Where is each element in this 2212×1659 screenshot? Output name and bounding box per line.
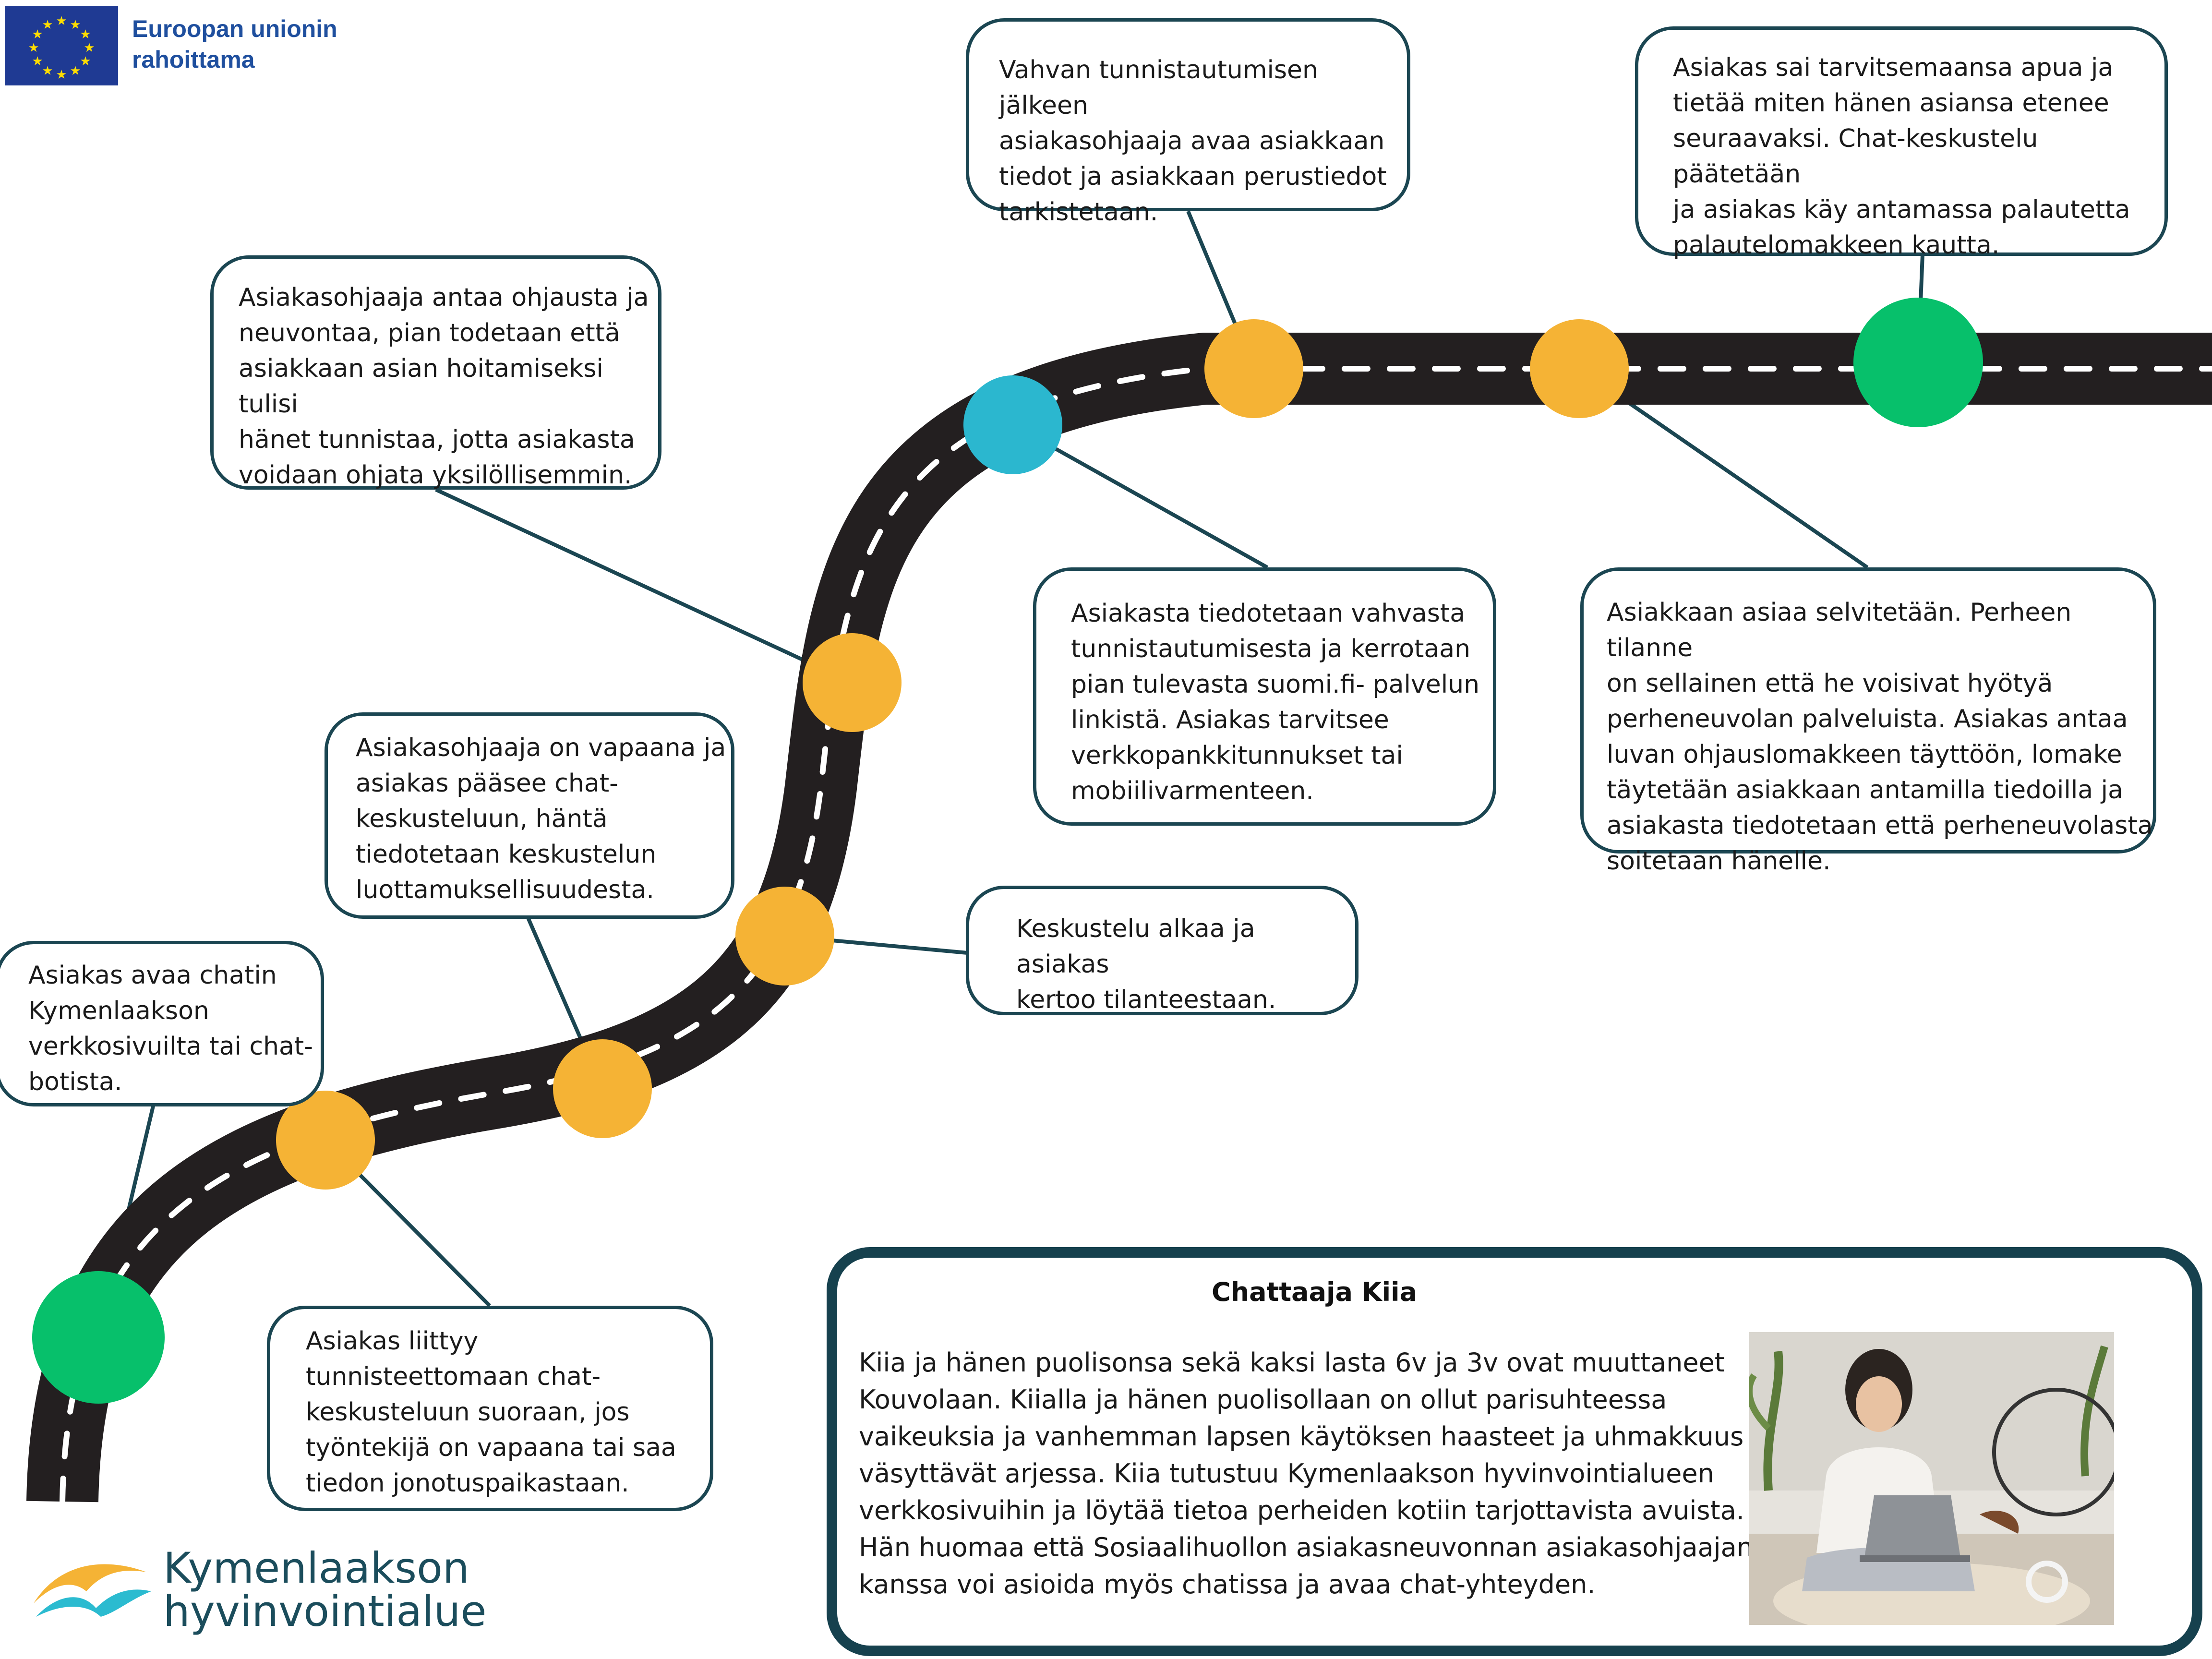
- step-3-line: luottamuksellisuudesta.: [356, 876, 654, 904]
- step-1-line: Asiakas avaa chatin: [28, 961, 277, 990]
- svg-text:★: ★: [32, 27, 43, 42]
- step-8-line: luvan ohjauslomakkeen täyttöön, lomake: [1607, 740, 2122, 769]
- svg-text:★: ★: [84, 41, 95, 55]
- persona-line: verkkosivuihin ja löytää tietoa perheide…: [859, 1495, 1744, 1526]
- step-8-line: asiakasta tiedotetaan että perheneuvolas…: [1607, 811, 2153, 840]
- persona-line: väsyttävät arjessa. Kiia tutustuu Kymenl…: [859, 1458, 1714, 1489]
- persona-line: Kiia ja hänen puolisonsa sekä kaksi last…: [859, 1347, 1725, 1378]
- step-5-line: Asiakasohjaaja antaa ohjausta ja: [239, 283, 649, 312]
- step-4-line: Keskustelu alkaa ja asiakas: [1016, 914, 1255, 979]
- step-8-line: soitetaan hänelle.: [1607, 847, 1831, 876]
- milestone-identification: [963, 375, 1062, 474]
- step-3-line: Asiakasohjaaja on vapaana ja: [356, 733, 726, 762]
- step-8-line: on sellainen että he voisivat hyötyä: [1607, 669, 2053, 698]
- woman-with-laptop-photo: [1749, 1332, 2114, 1625]
- step-2-line: työntekijä on vapaana tai saa: [306, 1433, 676, 1462]
- step-box-1: Asiakas avaa chatin Kymenlaakson verkkos…: [0, 941, 324, 1106]
- step-7-line: tiedot ja asiakkaan perustiedot: [999, 162, 1387, 191]
- step-9-line: ja asiakas käy antamassa palautetta: [1673, 195, 2130, 224]
- eu-funding-line1: Euroopan unionin: [132, 15, 337, 42]
- eu-flag-icon: ★ ★ ★ ★ ★ ★ ★ ★ ★ ★ ★ ★: [5, 6, 118, 85]
- connector-s5: [435, 488, 853, 685]
- persona-line: vaikeuksia ja vanhemman lapsen käytöksen…: [859, 1421, 1744, 1452]
- persona-card: Chattaaja Kiia Kiia ja hänen puolisonsa …: [827, 1247, 2202, 1656]
- milestone-end: [1853, 298, 1983, 427]
- step-2-line: tiedon jonotuspaikastaan.: [306, 1469, 629, 1498]
- step-box-6: Asiakasta tiedotetaan vahvasta tunnistau…: [1033, 567, 1496, 826]
- step-9-line: tietää miten hänen asiansa etenee: [1673, 89, 2109, 118]
- milestone-s8: [1530, 319, 1629, 418]
- step-7-line: asiakasohjaaja avaa asiakkaan: [999, 127, 1385, 156]
- step-5-line: voidaan ohjata yksilöllisemmin.: [239, 461, 632, 490]
- step-9-line: palautelomakkeen kautta.: [1673, 231, 2000, 260]
- step-box-3: Asiakasohjaaja on vapaana ja asiakas pää…: [325, 712, 734, 919]
- persona-description: Kiia ja hänen puolisonsa sekä kaksi last…: [859, 1344, 1761, 1603]
- organization-logo-text: Kymenlaakson hyvinvointialue: [163, 1547, 487, 1633]
- milestone-s5: [803, 633, 902, 732]
- milestones: [32, 298, 1983, 1404]
- step-8-line: täytetään asiakkaan antamilla tiedoilla …: [1607, 776, 2123, 805]
- road: [26, 333, 2212, 1504]
- step-5-line: hänet tunnistaa, jotta asiakasta: [239, 425, 635, 454]
- step-6-line: pian tulevasta suomi.fi- palvelun: [1071, 670, 1480, 699]
- step-3-line: keskusteluun, häntä: [356, 805, 608, 833]
- step-5-line: asiakkaan asian hoitamiseksi tulisi: [239, 354, 603, 419]
- milestone-s2: [276, 1091, 375, 1190]
- step-box-8: Asiakkaan asiaa selvitetään. Perheen til…: [1580, 567, 2156, 876]
- step-1-line: verkkosivuilta tai chat-: [28, 1032, 313, 1061]
- step-2-line: tunnisteettomaan chat-: [306, 1362, 601, 1391]
- persona-line: Hän huomaa että Sosiaalihuollon asiakasn…: [859, 1532, 1753, 1563]
- svg-text:★: ★: [80, 54, 91, 69]
- step-1-line: botista.: [28, 1068, 122, 1096]
- milestone-s3: [553, 1039, 652, 1138]
- logo-line1: Kymenlaakson: [163, 1543, 469, 1593]
- svg-text:★: ★: [42, 64, 53, 78]
- step-box-7: Vahvan tunnistautumisen jälkeen asiakaso…: [966, 18, 1410, 227]
- svg-text:★: ★: [56, 14, 67, 28]
- step-6-line: linkistä. Asiakas tarvitsee: [1071, 706, 1389, 734]
- eu-funding-line2: rahoittama: [132, 46, 255, 73]
- step-1-line: Kymenlaakson: [28, 997, 209, 1025]
- svg-text:★: ★: [32, 54, 43, 69]
- step-2-line: Asiakas liittyy: [306, 1327, 479, 1356]
- milestone-start: [32, 1271, 165, 1404]
- step-6-line: mobiilivarmenteen.: [1071, 777, 1314, 805]
- step-3-line: tiedotetaan keskustelun: [356, 840, 657, 869]
- milestone-s7: [1204, 319, 1303, 418]
- step-6-line: verkkopankkitunnukset tai: [1071, 741, 1403, 770]
- svg-text:★: ★: [56, 68, 67, 82]
- step-box-4: Keskustelu alkaa ja asiakas kertoo tilan…: [966, 886, 1358, 1015]
- step-4-line: kertoo tilanteestaan.: [1016, 986, 1276, 1014]
- svg-text:★: ★: [42, 18, 53, 32]
- step-3-line: asiakas pääsee chat-: [356, 769, 618, 798]
- persona-title: Chattaaja Kiia: [1212, 1277, 1418, 1307]
- milestone-s4: [735, 887, 834, 986]
- eu-funding-label: Euroopan unionin rahoittama: [132, 13, 337, 75]
- step-9-line: seuraavaksi. Chat-keskustelu päätetään: [1673, 124, 2038, 189]
- step-2-line: keskusteluun suoraan, jos: [306, 1398, 630, 1427]
- persona-line: kanssa voi asioida myös chatissa ja avaa…: [859, 1569, 1596, 1599]
- step-box-9: Asiakas sai tarvitsemaansa apua ja tietä…: [1635, 26, 2168, 260]
- step-box-2: Asiakas liittyy tunnisteettomaan chat- k…: [267, 1306, 713, 1511]
- svg-text:★: ★: [28, 41, 39, 55]
- step-6-line: Asiakasta tiedotetaan vahvasta: [1071, 599, 1466, 628]
- persona-line: Kouvolaan. Kiialla ja hänen puolisollaan…: [859, 1384, 1667, 1415]
- step-box-5: Asiakasohjaaja antaa ohjausta ja neuvont…: [210, 255, 661, 490]
- step-6-line: tunnistautumisesta ja kerrotaan: [1071, 635, 1471, 663]
- wave-logo-icon: [29, 1546, 154, 1618]
- svg-text:★: ★: [70, 18, 81, 32]
- step-7-line: Vahvan tunnistautumisen jälkeen: [999, 56, 1318, 120]
- svg-text:★: ★: [80, 27, 91, 42]
- logo-line2: hyvinvointialue: [163, 1587, 487, 1636]
- step-8-line: Asiakkaan asiaa selvitetään. Perheen til…: [1607, 598, 2072, 662]
- step-8-line: perheneuvolan palveluista. Asiakas antaa: [1607, 705, 2128, 733]
- step-9-line: Asiakas sai tarvitsemaansa apua ja: [1673, 53, 2114, 82]
- step-7-line: tarkistetaan.: [999, 198, 1158, 227]
- svg-text:★: ★: [70, 64, 81, 78]
- step-5-line: neuvontaa, pian todetaan että: [239, 319, 620, 348]
